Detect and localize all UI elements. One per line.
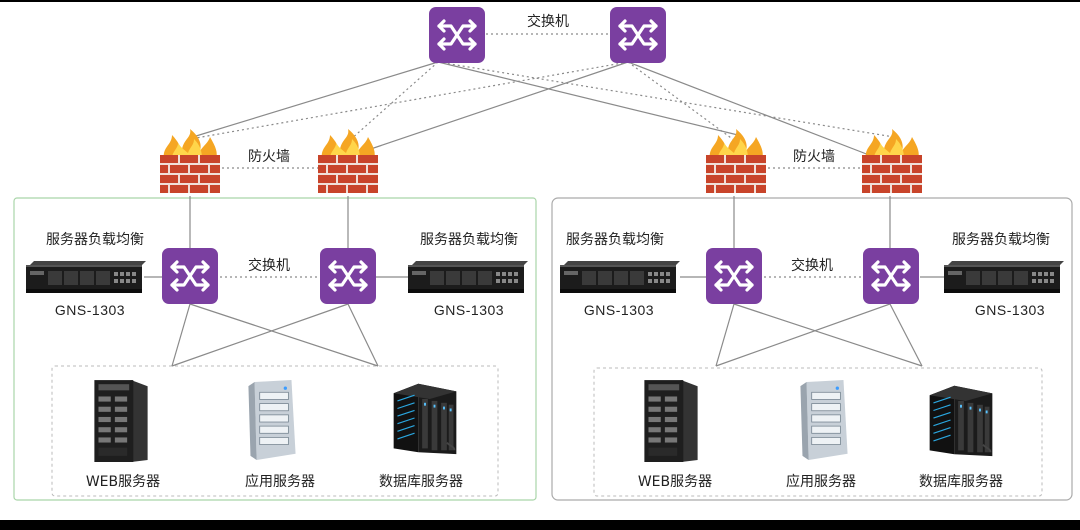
left-switch-label: 交换机 — [248, 257, 290, 274]
right-firewall-label: 防火墙 — [793, 149, 835, 165]
right-cluster-links — [680, 167, 944, 367]
right-lb-left-appliance — [560, 261, 680, 293]
right-app-server-label: 应用服务器 — [786, 473, 856, 490]
right-switch-2 — [862, 248, 920, 304]
right-lb-left-title: 服务器负载均衡 — [566, 232, 664, 248]
left-server-group-frame — [51, 365, 499, 497]
left-app-server-icon — [247, 380, 297, 461]
right-cluster-frame — [551, 197, 1073, 501]
right-switch-label: 交换机 — [791, 257, 833, 274]
left-db-server-icon — [392, 382, 458, 456]
right-switch-1 — [705, 248, 763, 304]
left-lb-right-appliance — [408, 261, 528, 293]
left-web-server-label: WEB服务器 — [86, 474, 160, 490]
core-switch-right — [609, 7, 667, 63]
right-lb-left-model: GNS-1303 — [584, 302, 654, 318]
left-db-server-label: 数据库服务器 — [379, 474, 463, 490]
core-links — [195, 33, 901, 161]
left-switch-1 — [161, 248, 219, 304]
left-lb-right-title: 服务器负载均衡 — [420, 232, 518, 248]
left-app-server-label: 应用服务器 — [245, 473, 315, 490]
left-firewall-label: 防火墙 — [248, 149, 290, 165]
left-web-server-icon — [94, 380, 148, 462]
right-server-group-frame — [593, 367, 1043, 497]
left-lb-right-model: GNS-1303 — [434, 302, 504, 318]
left-lb-left-model: GNS-1303 — [55, 302, 125, 318]
left-lb-left-appliance — [26, 261, 146, 293]
right-db-server-label: 数据库服务器 — [919, 474, 1003, 490]
right-lb-right-model: GNS-1303 — [975, 302, 1045, 318]
right-web-server-label: WEB服务器 — [638, 474, 712, 490]
left-switch-2 — [319, 248, 377, 304]
right-lb-right-title: 服务器负载均衡 — [952, 232, 1050, 248]
core-switch-left — [428, 7, 486, 63]
right-app-server-icon — [799, 380, 849, 461]
right-lb-right-appliance — [944, 261, 1064, 293]
left-cluster-frame — [13, 197, 537, 501]
left-lb-left-title: 服务器负载均衡 — [46, 232, 144, 248]
left-cluster-links — [144, 167, 408, 367]
right-web-server-icon — [644, 380, 698, 462]
right-db-server-icon — [928, 384, 994, 458]
core-switch-label: 交换机 — [527, 13, 569, 30]
